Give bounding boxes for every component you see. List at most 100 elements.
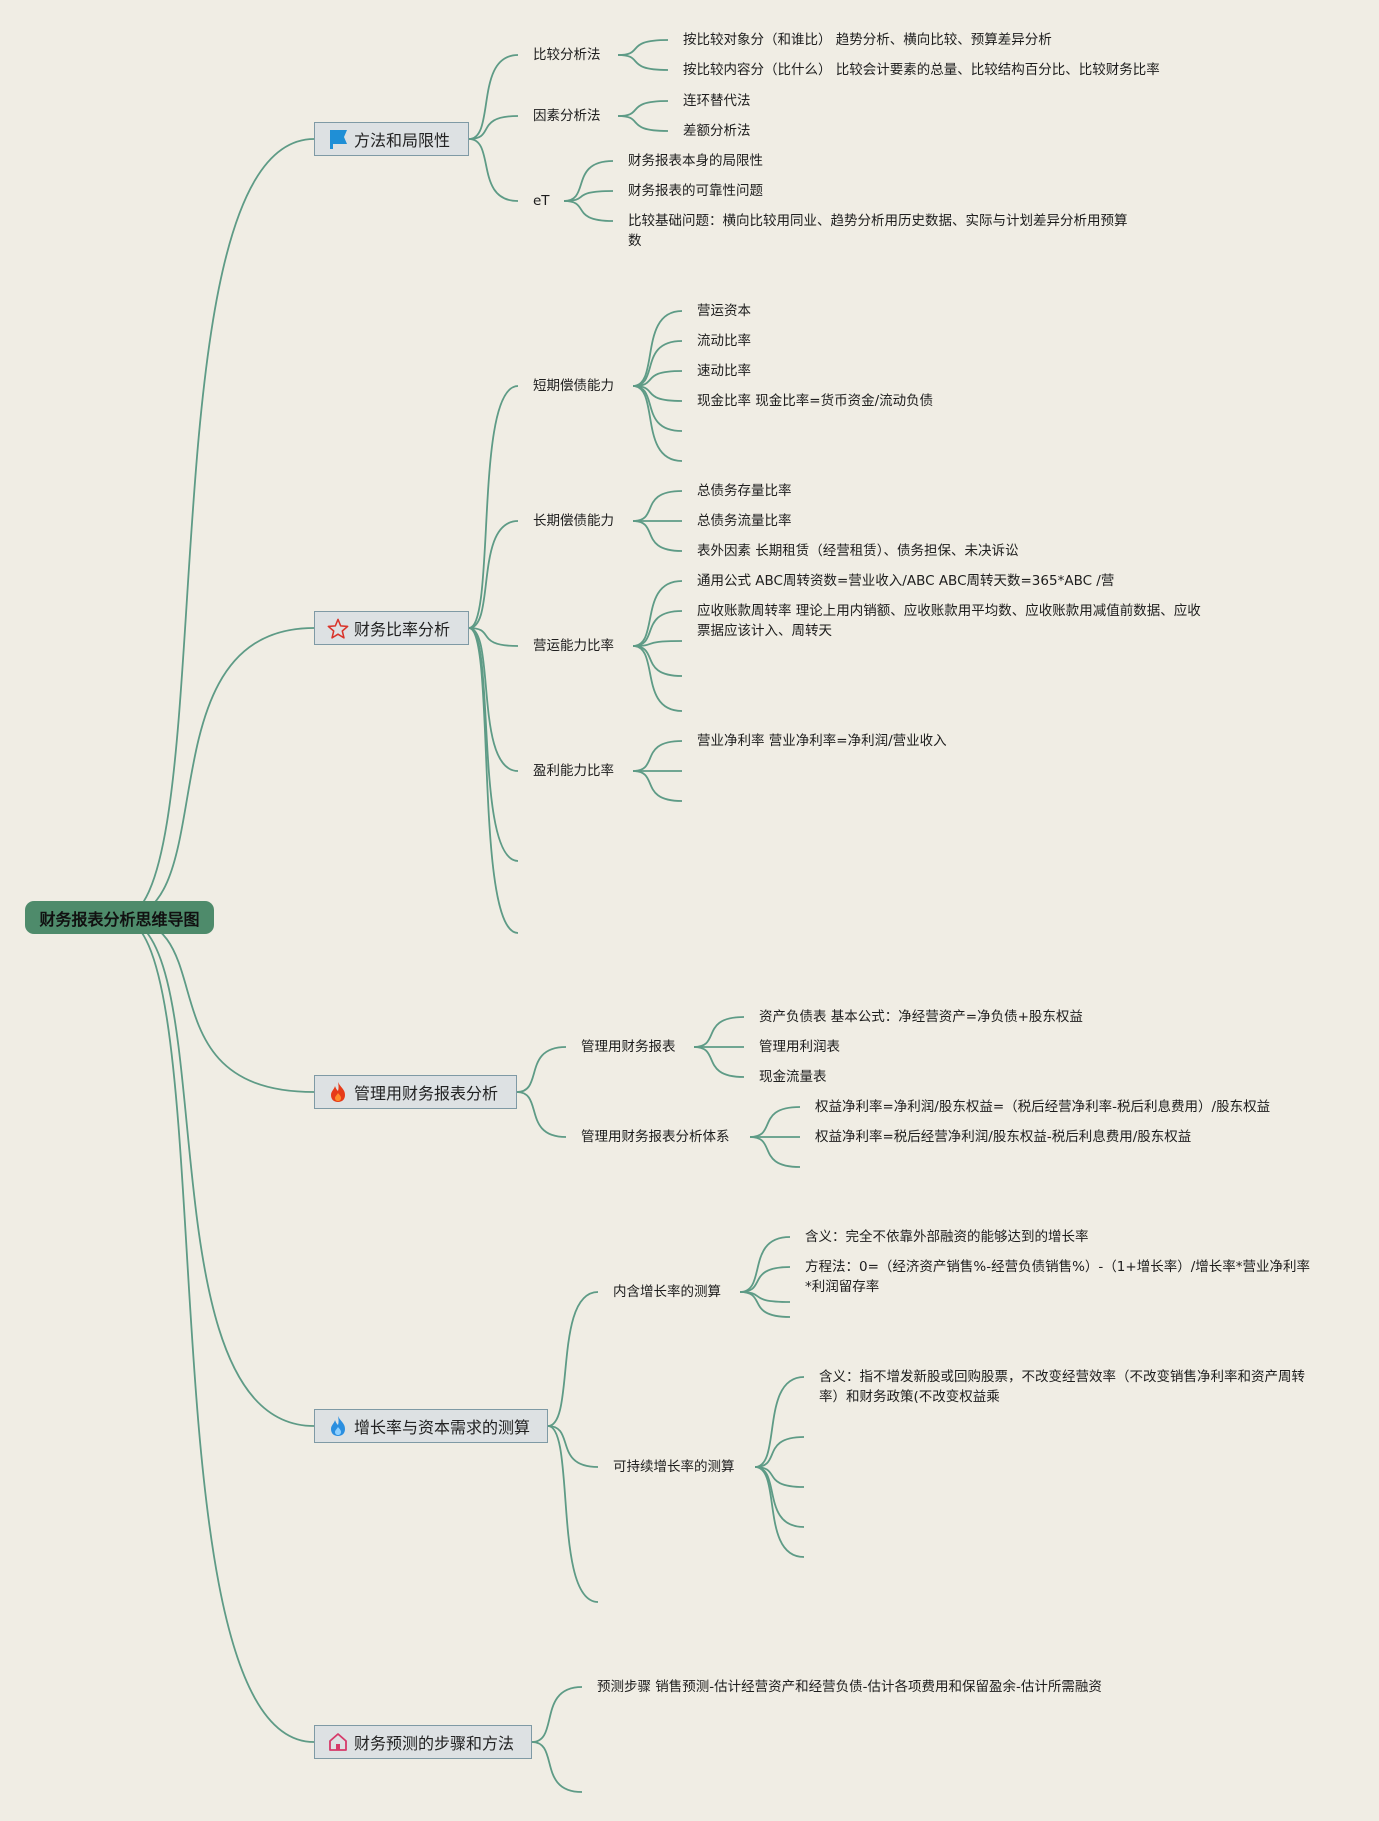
connector-line [632, 770, 683, 802]
topic-label: 财务预测的步骤和方法 [354, 1734, 515, 1753]
leaf-item[interactable]: 通用公式 ABC周转资数=营业收入/ABC ABC周转天数=365*ABC /营 [697, 573, 1115, 589]
connector-line [632, 610, 683, 647]
connector-line [547, 1291, 599, 1427]
connector-line [754, 1376, 805, 1468]
connector-line [632, 645, 683, 677]
connector-line [632, 310, 683, 387]
connector-line [632, 490, 683, 522]
leaf-item[interactable]: 按比较对象分（和谁比） 趋势分析、横向比较、预算差异分析 [683, 32, 1052, 48]
connector-line [749, 1136, 801, 1168]
connector-line [754, 1466, 805, 1488]
connector-line [119, 627, 315, 919]
connector-line [119, 917, 315, 1427]
topic-growth-capital[interactable]: 增长率与资本需求的测算 [314, 1409, 548, 1443]
house-icon [327, 1731, 349, 1753]
connector-line [617, 115, 669, 132]
connector-line [119, 138, 315, 919]
subtopic-long-term-solvency[interactable]: 长期偿债能力 [533, 513, 614, 529]
leaf-item[interactable]: 总债务存量比率 [697, 483, 792, 499]
leaf-item[interactable]: 比较基础问题：横向比较用同业、趋势分析用历史数据、实际与计划差异分析用预算数 [628, 213, 1128, 249]
connector-line [531, 1686, 583, 1743]
topic-forecast[interactable]: 财务预测的步骤和方法 [314, 1725, 532, 1759]
connector-line [468, 385, 519, 629]
connector-line [617, 39, 669, 56]
fire-icon [327, 1081, 349, 1103]
connector-line [468, 627, 519, 647]
leaf-item[interactable]: 预测步骤 销售预测-估计经营资产和经营负债-估计各项费用和保留盈余-估计所需融资 [597, 1679, 1102, 1695]
connector-line [468, 520, 519, 629]
subtopic-sustainable-growth[interactable]: 可持续增长率的测算 [613, 1459, 735, 1475]
connector-line [547, 1425, 599, 1603]
leaf-item[interactable]: 现金比率 现金比率=货币资金/流动负债 [697, 393, 934, 409]
topic-label: 增长率与资本需求的测算 [354, 1418, 531, 1437]
leaf-item[interactable]: 管理用利润表 [759, 1039, 840, 1055]
subtopic-management-statements[interactable]: 管理用财务报表 [581, 1039, 676, 1055]
subtopic-short-term-solvency[interactable]: 短期偿债能力 [533, 378, 614, 394]
leaf-item[interactable]: 资产负债表 基本公式：净经营资产=净负债+股东权益 [759, 1009, 1083, 1025]
connector-line [632, 385, 683, 432]
connector-line [739, 1236, 791, 1293]
connector-line [468, 138, 519, 202]
connector-line [749, 1106, 801, 1138]
connector-line [563, 200, 614, 222]
connector-line [693, 1046, 745, 1078]
leaf-item[interactable]: 连环替代法 [683, 93, 751, 109]
leaf-item[interactable]: 表外因素 长期租赁（经营租赁）、债务担保、未决诉讼 [697, 543, 1019, 559]
subtopic-internal-growth[interactable]: 内含增长率的测算 [613, 1284, 721, 1300]
leaf-item[interactable]: 营运资本 [697, 303, 751, 319]
subtopic-factor[interactable]: 因素分析法 [533, 108, 601, 124]
connector-line [754, 1436, 805, 1468]
leaf-item[interactable]: 权益净利率=净利润/股东权益=（税后经营净利率-税后利息费用）/股东权益 [815, 1099, 1271, 1115]
leaf-item[interactable]: 按比较内容分（比什么） 比较会计要素的总量、比较结构百分比、比较财务比率 [683, 62, 1160, 78]
leaf-item[interactable]: 财务报表本身的局限性 [628, 153, 763, 169]
leaf-item[interactable]: 营业净利率 营业净利率=净利润/营业收入 [697, 733, 947, 749]
topic-management-statements[interactable]: 管理用财务报表分析 [314, 1075, 517, 1109]
connector-line [617, 100, 669, 117]
connector-line [632, 740, 683, 772]
topic-ratio-analysis[interactable]: 财务比率分析 [314, 611, 469, 645]
connector-line [468, 627, 519, 772]
connector-line [693, 1016, 745, 1048]
topic-label: 财务比率分析 [354, 620, 451, 639]
leaf-item[interactable]: 财务报表的可靠性问题 [628, 183, 763, 199]
topic-methods-limitations[interactable]: 方法和局限性 [314, 122, 469, 156]
leaf-item[interactable]: 总债务流量比率 [697, 513, 792, 529]
connector-line [531, 1741, 583, 1793]
subtopic-analysis-system[interactable]: 管理用财务报表分析体系 [581, 1129, 730, 1145]
connector-line [468, 54, 519, 140]
connector-line [754, 1466, 805, 1558]
connector-line [119, 917, 315, 1093]
subtopic-comparison[interactable]: 比较分析法 [533, 47, 601, 63]
connector-line [516, 1046, 567, 1093]
connector-line [739, 1291, 791, 1318]
subtopic-profitability[interactable]: 盈利能力比率 [533, 763, 614, 779]
connector-line [617, 54, 669, 71]
connector-line [516, 1091, 567, 1138]
leaf-item[interactable]: 含义：完全不依靠外部融资的能够达到的增长率 [805, 1229, 1089, 1245]
connector-line [632, 645, 683, 712]
connector-line [468, 627, 519, 934]
leaf-item[interactable]: 含义：指不增发新股或回购股票，不改变经营效率（不改变销售净利率和资产周转率）和财… [819, 1369, 1305, 1405]
topic-label: 方法和局限性 [354, 131, 451, 150]
leaf-item[interactable]: 流动比率 [697, 333, 751, 349]
leaf-item[interactable]: 权益净利率=税后经营净利润/股东权益-税后利息费用/股东权益 [815, 1129, 1192, 1145]
connector-line [119, 917, 315, 1743]
root-node[interactable]: 财务报表分析思维导图 [25, 901, 214, 934]
subtopic-limitations[interactable]: eT [533, 193, 550, 209]
connector-line [632, 640, 683, 647]
subtopic-operating-ratios[interactable]: 营运能力比率 [533, 638, 614, 654]
connector-line [632, 580, 683, 647]
leaf-item[interactable]: 现金流量表 [759, 1069, 827, 1085]
connector-line [632, 340, 683, 387]
leaf-item[interactable]: 差额分析法 [683, 123, 751, 139]
leaf-item[interactable]: 速动比率 [697, 363, 751, 379]
connector-line [754, 1466, 805, 1528]
connector-line [632, 385, 683, 462]
connector-line [547, 1425, 599, 1468]
leaf-item[interactable]: 应收账款周转率 理论上用内销额、应收账款用平均数、应收账款用减值前数据、应收票据… [697, 603, 1201, 639]
connector-line [563, 160, 614, 202]
leaf-item[interactable]: 方程法：0=（经济资产销售%-经营负债销售%）-（1+增长率）/增长率*营业净利… [805, 1259, 1310, 1295]
water-drop-icon [327, 1415, 349, 1437]
connector-line [632, 520, 683, 552]
